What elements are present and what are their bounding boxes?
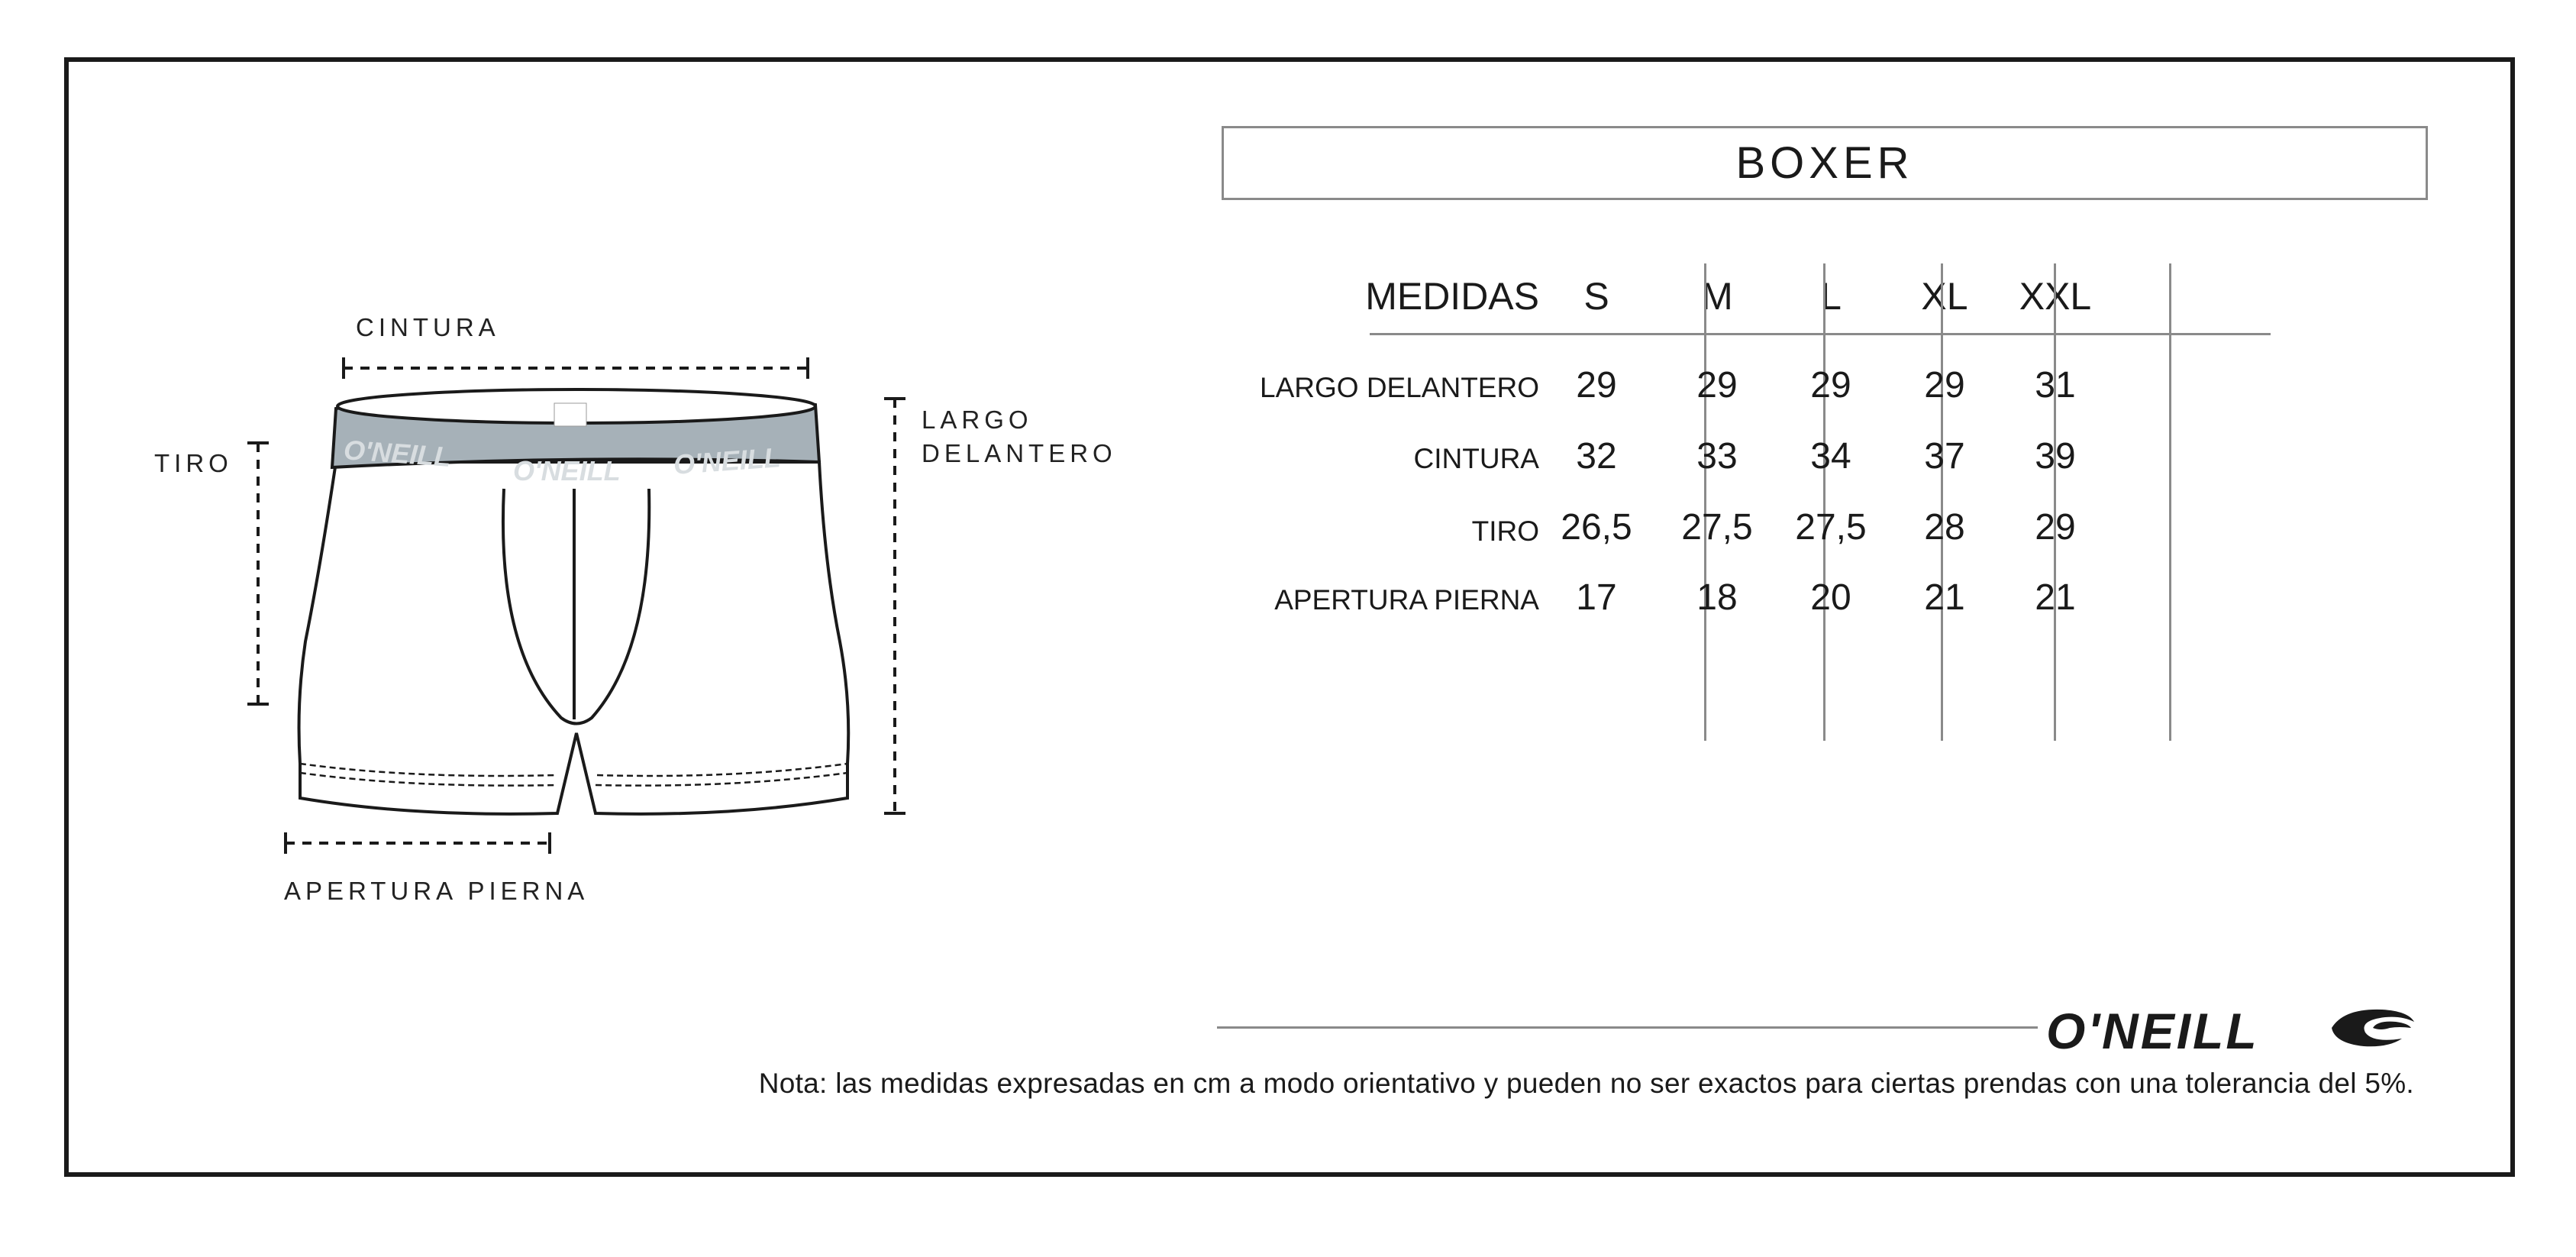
cintura-dim-label: CINTURA xyxy=(356,313,500,341)
table-header-label: MEDIDAS xyxy=(1365,275,1539,318)
row-label-cintura: CINTURA xyxy=(1413,443,1539,474)
apertura-dim-label: APERTURA PIERNA xyxy=(284,877,589,905)
size-header-m: M xyxy=(1701,275,1733,318)
row-label-tiro: TIRO xyxy=(1471,515,1539,547)
table-cell: 20 xyxy=(1810,577,1851,618)
page-frame xyxy=(64,57,2515,1177)
title-box: BOXER xyxy=(1222,126,2428,200)
size-table: MEDIDAS S M L XL XXL LARGO DELANTERO 29 … xyxy=(1260,263,2271,741)
largo-dim-label: LARGO DELANTERO xyxy=(922,403,1117,470)
table-cell: 29 xyxy=(1696,365,1738,406)
table-cell: 21 xyxy=(1924,577,1965,618)
wave-logo-icon xyxy=(2332,1009,2414,1047)
largo-line1: LARGO xyxy=(922,406,1033,434)
size-header-s: S xyxy=(1583,275,1609,318)
footer-note: Nota: las medidas expresadas en cm a mod… xyxy=(758,1068,2414,1099)
table-cell: 37 xyxy=(1924,436,1965,477)
table-cell: 29 xyxy=(1924,365,1965,406)
fly-pouch xyxy=(501,488,651,725)
column-divider xyxy=(1704,263,1706,741)
table-cell: 18 xyxy=(1696,577,1738,618)
table-cell: 26,5 xyxy=(1561,507,1632,548)
largo-line2: DELANTERO xyxy=(922,439,1117,467)
boxer-illustration xyxy=(247,357,905,854)
hem-stitch-right xyxy=(596,762,848,777)
table-cell: 28 xyxy=(1924,507,1965,548)
table-cell: 29 xyxy=(2035,507,2076,548)
table-cell: 21 xyxy=(2035,577,2076,618)
boxer-diagram: O'NEILL O'NEILL O'NEILL CINTURA TIRO LAR… xyxy=(0,0,1222,1257)
hem-stitch-left-2 xyxy=(299,771,558,787)
footer-rule xyxy=(1217,1026,2038,1029)
table-cell: 27,5 xyxy=(1795,507,1867,548)
column-divider xyxy=(1823,263,1825,741)
table-cell: 31 xyxy=(2035,365,2076,406)
tiro-dim-label: TIRO xyxy=(154,449,233,477)
header-divider xyxy=(1370,333,2271,335)
table-cell: 33 xyxy=(1696,436,1738,477)
brand-logo-text: O'NEILL xyxy=(2046,1003,2259,1059)
column-divider xyxy=(1941,263,1943,741)
size-header-l: L xyxy=(1820,275,1842,318)
column-divider xyxy=(2169,263,2171,741)
row-label-apertura-pierna: APERTURA PIERNA xyxy=(1274,584,1539,616)
column-divider xyxy=(2054,263,2056,741)
table-cell: 17 xyxy=(1576,577,1617,618)
waistband-brand-2: O'NEILL xyxy=(513,455,621,486)
dimension-lines xyxy=(247,357,905,854)
label-tag xyxy=(554,402,587,427)
table-cell: 32 xyxy=(1576,436,1617,477)
table-cell: 34 xyxy=(1810,436,1851,477)
page-title: BOXER xyxy=(1735,138,1914,188)
row-label-largo-delantero: LARGO DELANTERO xyxy=(1260,372,1539,403)
table-cell: 39 xyxy=(2035,436,2076,477)
table-cell: 27,5 xyxy=(1681,507,1753,548)
size-header-xl: XL xyxy=(1921,275,1968,318)
hem-stitch-left xyxy=(299,762,557,777)
hem-stitch-right-2 xyxy=(595,771,848,787)
table-cell: 29 xyxy=(1576,365,1617,406)
table-cell: 29 xyxy=(1810,365,1851,406)
